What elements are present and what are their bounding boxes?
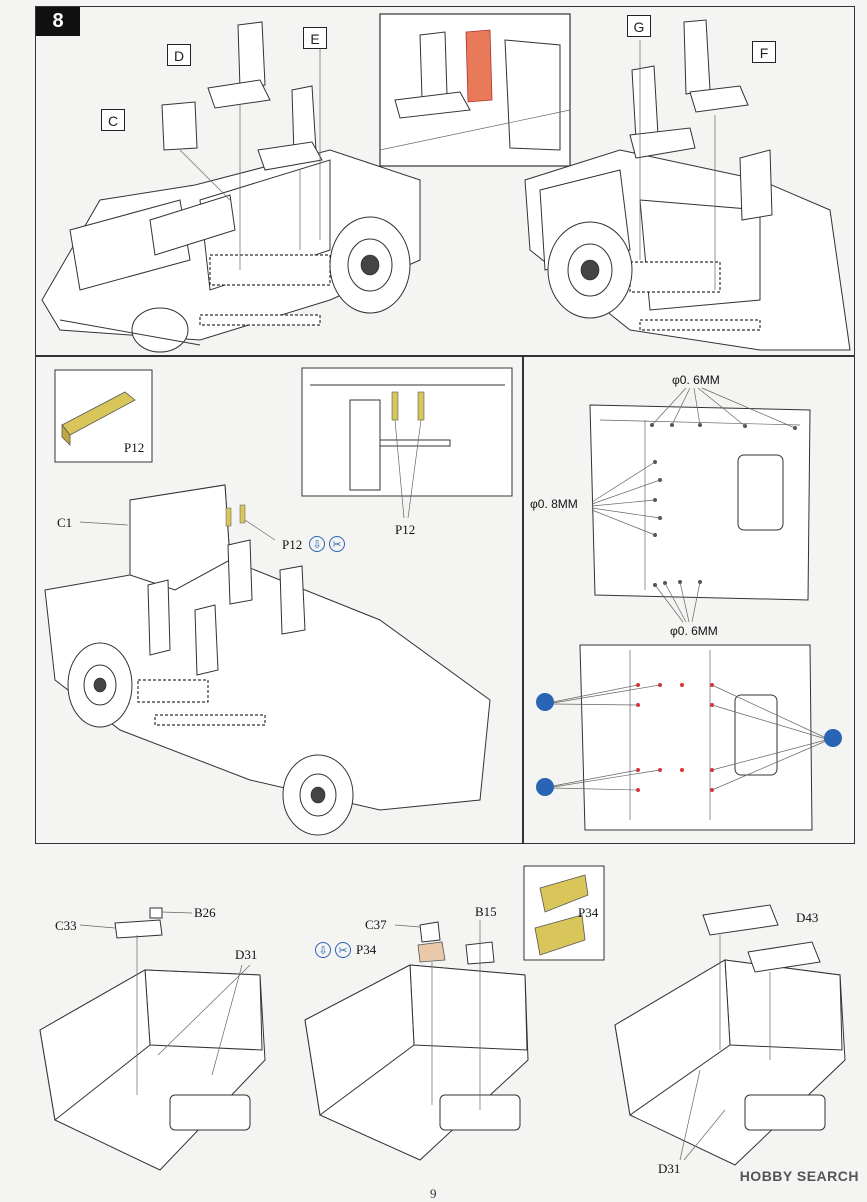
part-label-d: D: [167, 44, 191, 66]
top-left-vehicle-drawing: [41, 21, 421, 353]
middle-left-drawing: [44, 367, 513, 836]
part-label-b26: B26: [194, 905, 216, 920]
drill-size-08: φ0. 8MM: [530, 497, 578, 511]
bottom-right-frame-drawing: [614, 904, 846, 1166]
top-right-vehicle-drawing: [524, 19, 851, 351]
watermark-logo: HOBBY SEARCH: [739, 1168, 859, 1184]
part-label-p12-inset: P12: [124, 440, 145, 455]
drill-size-06-bottom: φ0. 6MM: [670, 624, 718, 638]
middle-right-drawing: [536, 387, 842, 831]
part-label-e: E: [303, 27, 327, 49]
part-label-c1: C1: [57, 515, 73, 530]
part-label-p12: P12: [282, 537, 303, 552]
part-label-f: F: [752, 41, 776, 63]
cut-icon: ✂: [329, 536, 345, 552]
top-detail-inset: [379, 13, 571, 167]
middle-left-frame: [35, 356, 523, 844]
cement-icon: ⇩: [309, 536, 325, 552]
top-section-frame: [35, 6, 855, 356]
page-number: 9: [430, 1186, 437, 1201]
cut-icon: ✂: [335, 942, 351, 958]
step-number-badge: 8: [36, 6, 80, 36]
part-label-b15: B15: [475, 904, 497, 919]
part-label-p34-inset: P34: [578, 905, 599, 920]
cement-icon: ⇩: [315, 942, 331, 958]
part-label-d31-left: D31: [235, 947, 258, 962]
part-label-c: C: [101, 109, 125, 131]
drill-size-06-top: φ0. 6MM: [672, 373, 720, 387]
bottom-left-frame-drawing: [39, 907, 266, 1171]
part-label-c37: C37: [365, 917, 387, 932]
part-label-p34: P34: [356, 942, 377, 957]
middle-right-frame: [523, 356, 855, 844]
part-label-g: G: [627, 15, 651, 37]
part-label-d31-right: D31: [658, 1161, 681, 1176]
part-label-c33: C33: [55, 918, 77, 933]
part-label-p12-detail: P12: [395, 522, 416, 537]
bottom-middle-frame-drawing: [304, 865, 605, 1161]
part-label-d43: D43: [796, 910, 819, 925]
